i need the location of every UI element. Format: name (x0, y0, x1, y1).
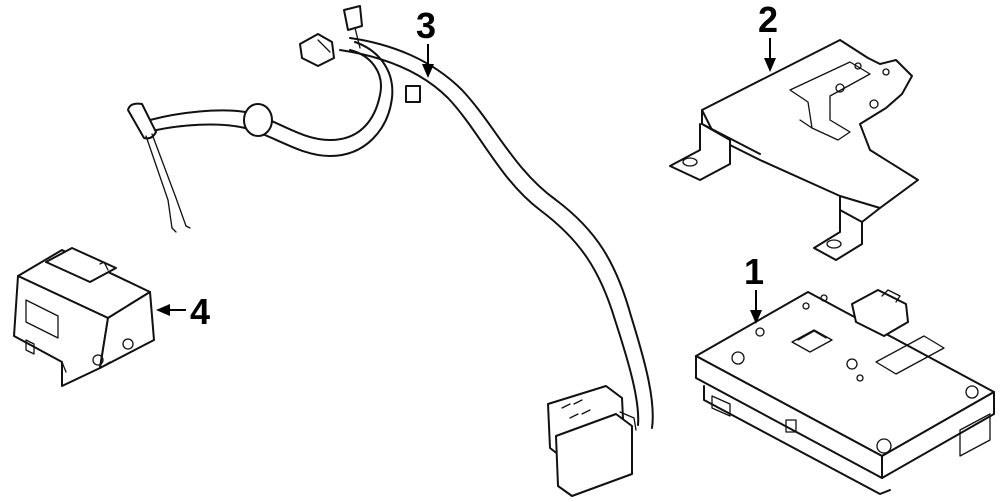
part-1-module (695, 289, 995, 495)
callout-2-label: 2 (758, 0, 778, 40)
part-2-bracket (669, 39, 919, 261)
callout-3-label: 3 (416, 5, 436, 46)
part-3-wire-harness (127, 5, 654, 497)
callout-4-label: 4 (190, 291, 210, 332)
callout-2: 2 (758, 0, 778, 72)
callout-1: 1 (744, 251, 764, 324)
callout-3: 3 (416, 5, 436, 78)
callout-4: 4 (156, 291, 210, 332)
callout-1-label: 1 (744, 251, 764, 292)
part-4-switch (13, 247, 155, 387)
